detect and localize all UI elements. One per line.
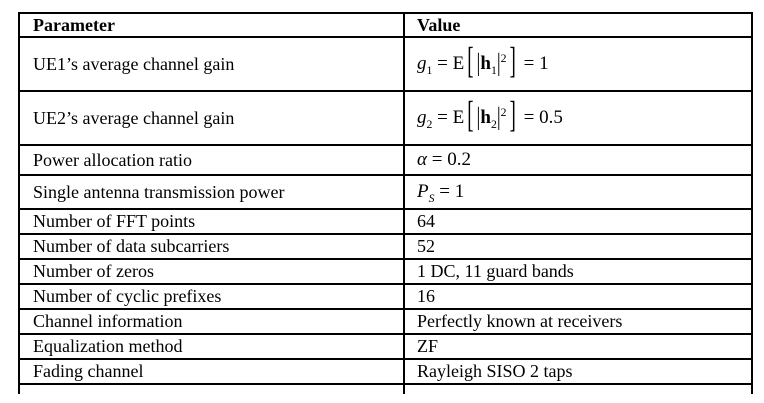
parameter-cell: UE2’s average channel gain [18, 90, 405, 146]
formula-segment: = E [432, 107, 465, 128]
formula-segment: | [476, 102, 481, 132]
parameter-cell: Power allocation ratio [18, 144, 405, 176]
formula-segment: = 1 [518, 53, 549, 74]
value-cell: α = 0.2 [403, 144, 753, 176]
parameter-cell: Number of zeros [18, 258, 405, 285]
formula-segment: 1 [426, 63, 433, 77]
value-cell: Rayleigh SISO 2 taps [403, 358, 753, 385]
formula-segment: = E [432, 53, 465, 74]
formula-segment: 1 [490, 63, 497, 77]
formula-segment: | [476, 48, 481, 78]
formula-segment: = 0.5 [518, 107, 563, 128]
formula-segment: 2 [426, 117, 433, 131]
formula-segment: 2 [490, 117, 497, 131]
value-cell: 1 DC, 11 guard bands [403, 258, 753, 285]
formula-segment: S [428, 191, 435, 205]
formula-segment: [ [467, 95, 474, 137]
parameter-cell: UE1’s average channel gain [18, 36, 405, 92]
value-cell: Perfectly known at receivers [403, 308, 753, 335]
parameter-cell: Single antenna transmission power [18, 174, 405, 210]
parameter-cell: Fading channel [18, 358, 405, 385]
formula-segment: ] [509, 95, 516, 137]
value-cell: ZF [403, 333, 753, 360]
formula-segment: h [480, 53, 491, 74]
column-header: Parameter [18, 12, 405, 38]
formula-segment: | [496, 102, 501, 132]
parameter-cell: Number of FFT points [18, 208, 405, 235]
border-stub [751, 384, 753, 394]
parameter-cell: Channel information [18, 308, 405, 335]
parameter-cell: Number of cyclic prefixes [18, 283, 405, 310]
formula-segment: = 1 [434, 181, 465, 202]
formula-segment: g [417, 53, 427, 74]
formula-segment: g [417, 107, 427, 128]
value-cell: 64 [403, 208, 753, 235]
formula-segment: 2 [500, 52, 507, 66]
formula-segment: α [417, 149, 427, 170]
parameter-cell: Number of data subcarriers [18, 233, 405, 260]
formula-segment: | [496, 48, 501, 78]
formula-segment: = 0.2 [426, 149, 471, 170]
border-stub [18, 384, 20, 394]
column-header: Value [403, 12, 753, 38]
value-cell: 52 [403, 233, 753, 260]
formula-segment: P [417, 181, 429, 202]
value-cell: g2 = E[|h2|2] = 0.5 [403, 90, 753, 146]
value-cell: PS = 1 [403, 174, 753, 210]
value-cell: 16 [403, 283, 753, 310]
parameter-cell: Equalization method [18, 333, 405, 360]
formula-segment: h [480, 107, 491, 128]
formula-segment: ] [509, 41, 516, 83]
formula-segment: [ [467, 41, 474, 83]
value-cell: g1 = E[|h1|2] = 1 [403, 36, 753, 92]
border-stub [403, 384, 405, 394]
formula-segment: 2 [500, 106, 507, 120]
